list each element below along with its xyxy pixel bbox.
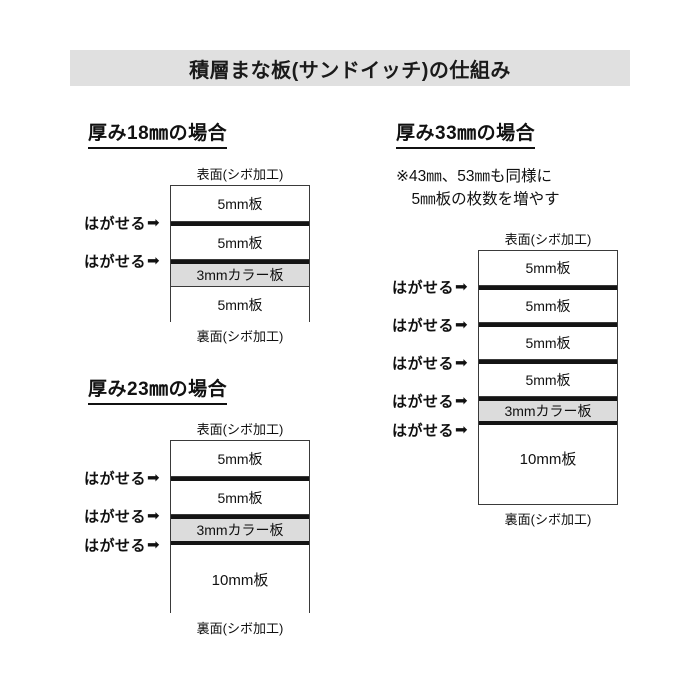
- layer-label: 10mm板: [211, 572, 269, 589]
- layer-33mm-4: 3mmカラー板: [479, 397, 617, 425]
- peel-text: はがせる: [84, 215, 147, 233]
- peel-text: はがせる: [84, 470, 147, 488]
- page-title: 積層まな板(サンドイッチ)の仕組み: [189, 59, 511, 82]
- layer-label: 5mm板: [217, 489, 263, 506]
- arrow-right-icon: ➡: [455, 278, 468, 296]
- layer-label: 5mm板: [525, 298, 571, 314]
- layer-33mm-0: 5mm板: [479, 251, 617, 286]
- layer-18mm-2: 3mmカラー板: [171, 260, 309, 287]
- peel-text: はがせる: [392, 393, 455, 411]
- stack-diagram-33mm: 5mm板 5mm板 5mm板 5mm板 3mmカラー板 10mm板: [478, 250, 618, 505]
- arrow-right-icon: ➡: [455, 316, 468, 334]
- peel-label-23mm-1: はがせる ➡: [84, 468, 160, 489]
- peel-label-33mm-5: はがせる ➡: [392, 420, 468, 441]
- arrow-right-icon: ➡: [455, 392, 468, 410]
- arrow-right-icon: ➡: [147, 469, 160, 487]
- peel-text: はがせる: [84, 537, 147, 555]
- back-face-caption-18mm: 裏面(シボ加工): [196, 329, 284, 344]
- layer-label: 3mmカラー板: [196, 522, 284, 538]
- section-heading-18mm: 厚み18㎜の場合: [88, 118, 228, 149]
- stack-diagram-23mm: 5mm板 5mm板 3mmカラー板 10mm板: [170, 440, 310, 614]
- layer-label: 5mm板: [217, 195, 263, 212]
- layer-label: 3mmカラー板: [504, 403, 592, 419]
- layer-18mm-0: 5mm板: [171, 186, 309, 222]
- peel-text: はがせる: [392, 279, 455, 297]
- peel-text: はがせる: [392, 317, 455, 335]
- layer-label: 5mm板: [217, 297, 263, 313]
- stack-diagram-18mm: 5mm板 5mm板 3mmカラー板 5mm板: [170, 185, 310, 323]
- layer-18mm-3: 5mm板: [171, 287, 309, 323]
- section-heading-33mm: 厚み33㎜の場合: [396, 118, 536, 149]
- arrow-right-icon: ➡: [455, 354, 468, 372]
- layer-33mm-5: 10mm板: [479, 425, 617, 492]
- layer-label: 5mm板: [525, 372, 571, 388]
- back-face-caption-23mm: 裏面(シボ加工): [196, 621, 284, 636]
- peel-label-18mm-2: はがせる ➡: [84, 251, 160, 272]
- layer-33mm-2: 5mm板: [479, 323, 617, 360]
- layer-label: 5mm板: [217, 450, 263, 467]
- arrow-right-icon: ➡: [147, 536, 160, 554]
- section-heading-23mm: 厚み23㎜の場合: [88, 374, 228, 405]
- peel-label-33mm-2: はがせる ➡: [392, 315, 468, 336]
- front-face-caption-23mm: 表面(シボ加工): [196, 422, 284, 437]
- arrow-right-icon: ➡: [147, 507, 160, 525]
- layer-label: 5mm板: [217, 234, 263, 251]
- arrow-right-icon: ➡: [455, 421, 468, 439]
- arrow-right-icon: ➡: [147, 214, 160, 232]
- peel-text: はがせる: [84, 253, 147, 271]
- front-face-caption-18mm: 表面(シボ加工): [196, 167, 284, 182]
- peel-label-18mm-1: はがせる ➡: [84, 213, 160, 234]
- peel-label-33mm-4: はがせる ➡: [392, 391, 468, 412]
- layer-label: 5mm板: [525, 335, 571, 351]
- front-face-caption-33mm: 表面(シボ加工): [504, 232, 592, 247]
- layer-label: 5mm板: [525, 260, 571, 276]
- layer-label: 10mm板: [519, 451, 577, 468]
- back-face-caption-33mm: 裏面(シボ加工): [504, 512, 592, 527]
- peel-label-33mm-3: はがせる ➡: [392, 353, 468, 374]
- page-title-banner: 積層まな板(サンドイッチ)の仕組み: [70, 50, 630, 86]
- layer-33mm-3: 5mm板: [479, 360, 617, 397]
- peel-label-23mm-2: はがせる ➡: [84, 506, 160, 527]
- peel-text: はがせる: [84, 508, 147, 526]
- peel-label-33mm-1: はがせる ➡: [392, 277, 468, 298]
- layer-23mm-2: 3mmカラー板: [171, 515, 309, 545]
- peel-text: はがせる: [392, 355, 455, 373]
- peel-text: はがせる: [392, 422, 455, 440]
- note-33mm: ※43㎜、53㎜も同様に 5㎜板の枚数を増やす: [396, 168, 560, 209]
- layer-23mm-1: 5mm板: [171, 477, 309, 515]
- arrow-right-icon: ➡: [147, 252, 160, 270]
- layer-18mm-1: 5mm板: [171, 222, 309, 260]
- layer-23mm-0: 5mm板: [171, 441, 309, 477]
- peel-label-23mm-3: はがせる ➡: [84, 535, 160, 556]
- layer-33mm-1: 5mm板: [479, 286, 617, 323]
- layer-23mm-3: 10mm板: [171, 545, 309, 614]
- layer-label: 3mmカラー板: [196, 267, 284, 283]
